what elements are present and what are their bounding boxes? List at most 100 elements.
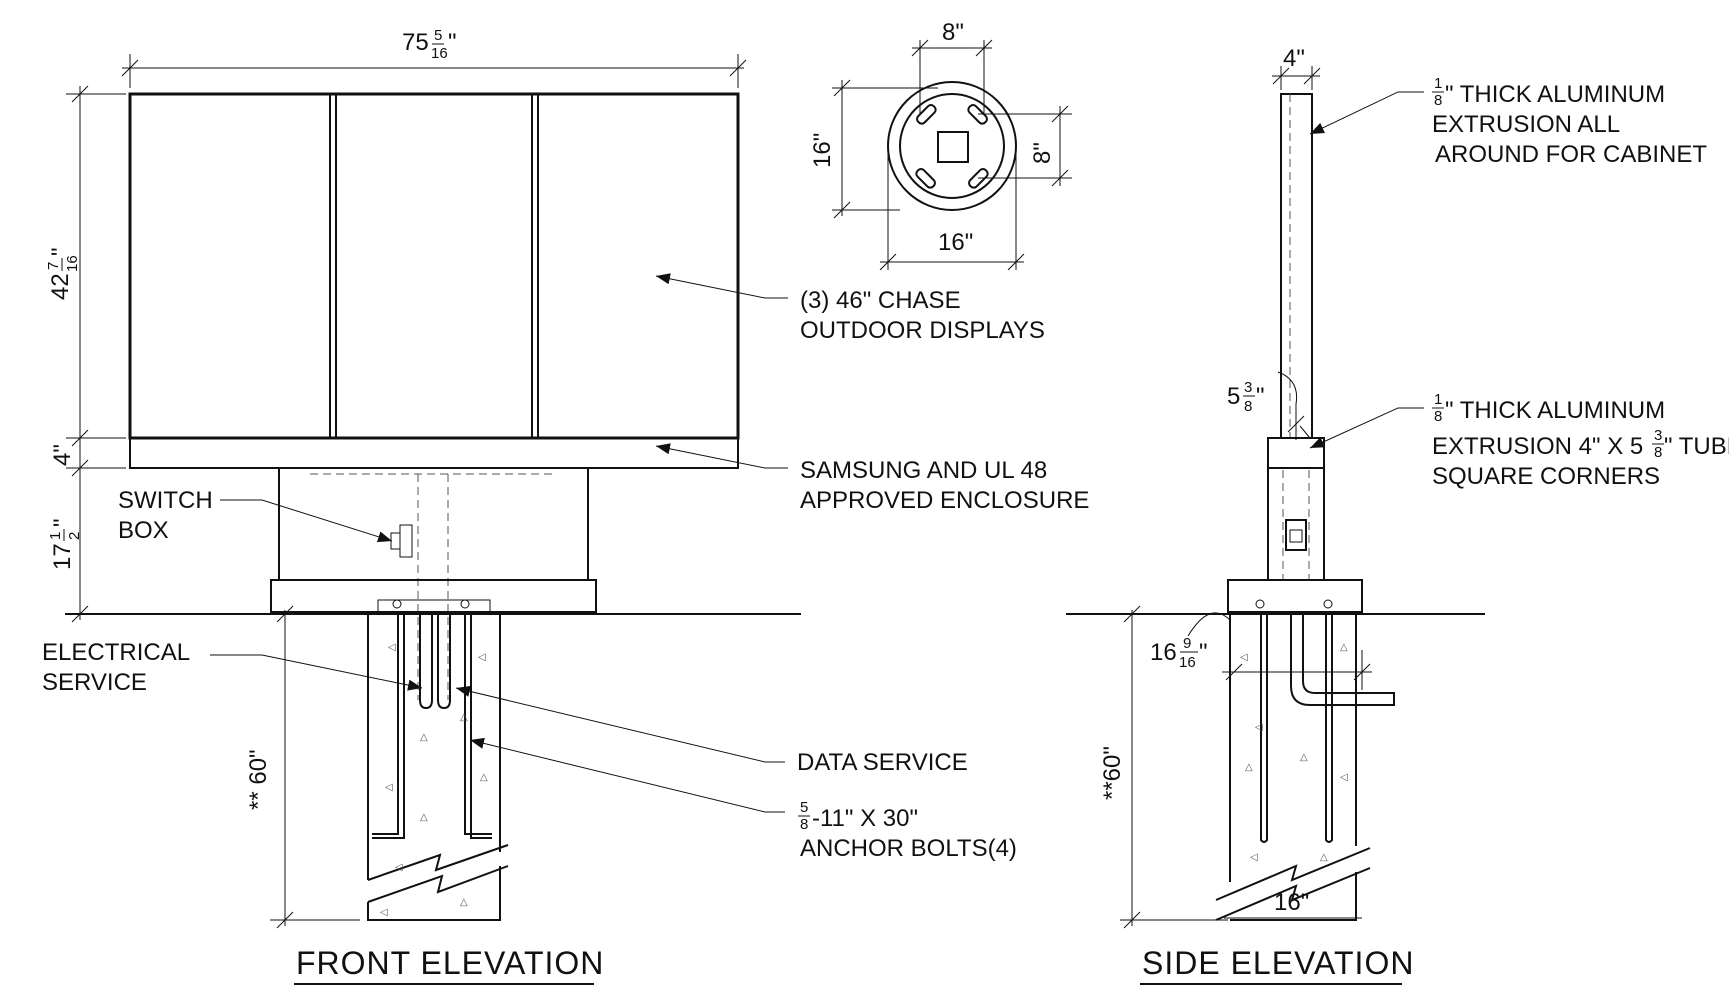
side-elevation: ◁ △ △ ◁ ◁ △ ◁ △ 4" 5 3 8 " 16: [1066, 45, 1729, 985]
svg-text:△: △: [1320, 852, 1328, 863]
electrical-conduit: [419, 614, 433, 710]
pole-square-tube: [937, 131, 969, 163]
label-electrical-1: ELECTRICAL: [42, 639, 190, 666]
pole-inner-circle: [899, 93, 1005, 199]
side-base-plate: [1227, 579, 1363, 613]
svg-text:◁: ◁: [388, 642, 396, 653]
inch-mark: ": [1199, 639, 1208, 666]
label-alum2-1: " THICK ALUMINUM: [1445, 397, 1665, 424]
concrete-pier-side: [1229, 614, 1357, 882]
anchor-bolt-right: [464, 614, 492, 839]
data-conduit: [437, 614, 451, 710]
frac-num: 1: [1434, 391, 1442, 408]
frac-den: 8: [1654, 444, 1662, 461]
inch-mark: ": [448, 29, 457, 56]
label-enclosure-2: APPROVED ENCLOSURE: [800, 487, 1089, 514]
enclosure-strip: [129, 437, 739, 469]
inch-mark: ": [47, 247, 74, 256]
frac-num: 3: [1244, 379, 1252, 396]
frac-den: 16: [431, 45, 448, 62]
dim-side-tube-value: 5: [1227, 383, 1240, 410]
svg-text:△: △: [1340, 642, 1348, 653]
svg-text:◁: ◁: [478, 652, 486, 663]
base-box: [278, 467, 589, 581]
label-enclosure-1: SAMSUNG AND UL 48: [800, 457, 1047, 484]
concrete-speckle: ◁△ ◁△ ◁△ ◁△ ◁△: [380, 642, 488, 918]
svg-text:△: △: [460, 897, 468, 908]
frac-num: 3: [1654, 427, 1662, 444]
svg-text:△: △: [1300, 752, 1308, 763]
label-alum2-3: SQUARE CORNERS: [1432, 463, 1660, 490]
label-aluminum-tube: 1 8 " THICK ALUMINUM EXTRUSION 4" X 5 3 …: [1432, 391, 1729, 490]
svg-text:△: △: [420, 812, 428, 823]
frac-den: 2: [66, 532, 83, 540]
label-electrical-2: SERVICE: [42, 669, 147, 696]
svg-text:△: △: [1245, 762, 1253, 773]
label-displays-1: (3) 46" CHASE: [800, 287, 961, 314]
front-leaders: [210, 273, 788, 813]
dim-front-depth: ** 60": [245, 605, 360, 929]
frac-num: 1: [1434, 75, 1442, 92]
svg-text:◁: ◁: [395, 862, 403, 873]
svg-text:◁: ◁: [1340, 772, 1348, 783]
label-switch-2: BOX: [118, 517, 169, 544]
concrete-speckle-side: ◁ △ △ ◁ ◁ △ ◁ △: [1240, 642, 1348, 863]
dim-base-height-value: 17: [49, 543, 76, 570]
svg-text:△: △: [420, 732, 428, 743]
dim-side-embed: 16 9 16 ": [1150, 612, 1372, 690]
anchor-bolt-left: [372, 614, 405, 839]
dim-cabinet-height-value: 42: [47, 273, 74, 300]
frac-num: 5: [800, 799, 808, 816]
dim-side-embed-value: 16: [1150, 639, 1177, 666]
inch-mark: ": [1256, 383, 1265, 410]
frac-den: 8: [800, 816, 808, 833]
label-alum2-2b: " TUBE: [1664, 433, 1729, 460]
dim-plan-right: 8": [1029, 142, 1056, 164]
pole-outer-circle: [887, 81, 1017, 211]
svg-text:◁: ◁: [1240, 652, 1248, 663]
frac-num: 1: [47, 532, 64, 540]
dim-front-depth-value: ** 60": [245, 749, 272, 810]
label-alum2-2a: EXTRUSION 4" X 5: [1432, 433, 1643, 460]
label-displays-2: OUTDOOR DISPLAYS: [800, 317, 1045, 344]
front-elevation: ◁△ ◁△ ◁△ ◁△ ◁△ 75 5 16 ": [42, 27, 1089, 985]
dim-side-top: 4": [1283, 45, 1305, 72]
svg-text:◁: ◁: [385, 782, 393, 793]
frac-den: 16: [1179, 654, 1196, 671]
dim-side-depth: **60": [1099, 605, 1228, 929]
display-cabinet: [128, 92, 740, 440]
side-cabinet-profile: [1280, 93, 1313, 439]
dim-side-tube: 5 3 8 ": [1227, 371, 1305, 440]
title-side-elevation: SIDE ELEVATION: [1142, 945, 1414, 981]
label-anchor-bolts: 5 8 -11" X 30" ANCHOR BOLTS(4): [798, 799, 1017, 862]
pole-plan-view: 8" 16" 8" 16": [809, 19, 1072, 271]
label-switch-1: SWITCH: [118, 487, 213, 514]
title-front-elevation: FRONT ELEVATION: [296, 945, 604, 981]
frac-den: 8: [1434, 408, 1442, 425]
switch-box: [399, 524, 413, 558]
side-conduit: [1290, 614, 1395, 706]
dim-side-depth-value: **60": [1099, 746, 1126, 800]
frac-den: 16: [64, 255, 81, 272]
dim-enclosure-height-value: 4": [49, 444, 76, 466]
dim-plan-left: 16": [809, 133, 836, 168]
dim-plan-bottom: 16": [938, 229, 973, 256]
label-alum1-3: AROUND FOR CABINET: [1435, 141, 1707, 168]
side-tube: [1267, 437, 1325, 469]
dim-side-bottom: 16": [1274, 889, 1309, 916]
svg-text:△: △: [480, 772, 488, 783]
frac-den: 8: [1434, 92, 1442, 109]
dim-overall-width: 75 5 16 ": [121, 27, 747, 88]
svg-text:△: △: [460, 712, 468, 723]
svg-text:◁: ◁: [1255, 722, 1263, 733]
frac-den: 8: [1244, 398, 1252, 415]
label-aluminum-cabinet: 1 8 " THICK ALUMINUM EXTRUSION ALL AROUN…: [1432, 75, 1707, 168]
dim-overall-width-value: 75: [402, 29, 429, 56]
concrete-pier-front: [367, 614, 501, 880]
svg-text:◁: ◁: [1250, 852, 1258, 863]
dim-plan-top: 8": [942, 19, 964, 46]
label-alum1-2: EXTRUSION ALL: [1432, 111, 1620, 138]
base-plate: [270, 579, 597, 613]
inch-mark: ": [49, 518, 76, 527]
